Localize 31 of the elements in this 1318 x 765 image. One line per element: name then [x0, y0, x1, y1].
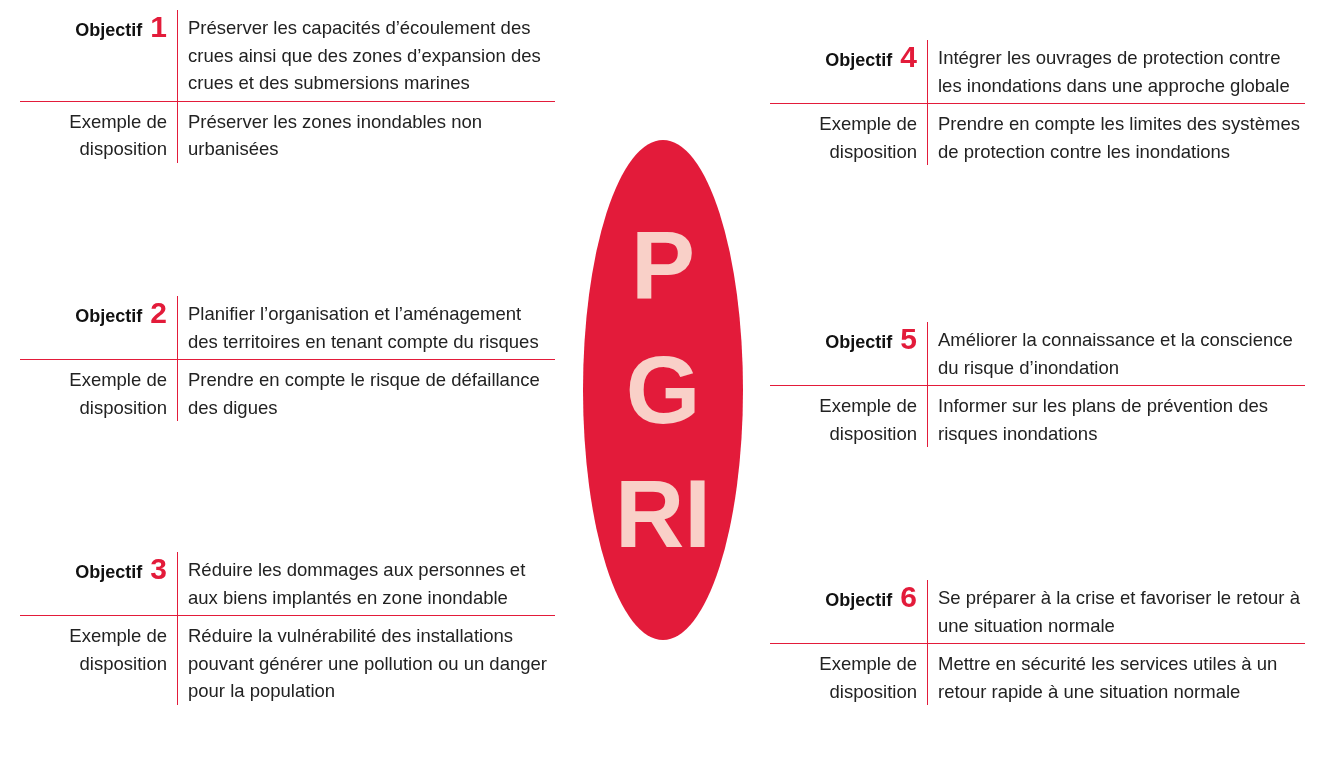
- objective-text: Se préparer à la crise et favoriser le retour à une situation normale: [938, 586, 1301, 638]
- objective-text: Améliorer la connaissance et la conscience du risque d’inondation: [938, 328, 1294, 380]
- objective-label: Objectif: [75, 562, 143, 583]
- example-label: Exemple de disposition: [20, 360, 178, 421]
- example-text: Mettre en sécurité les services utiles à un retour rapide à une situation normale: [937, 652, 1279, 704]
- example-label: Exemple de disposition: [770, 644, 928, 705]
- objective-label: Objectif: [825, 590, 893, 611]
- example-text: Prendre en compte les limites des systèmes de protection contre les inondations: [937, 112, 1301, 164]
- objective-number: 3: [150, 552, 167, 585]
- objective-label: Objectif: [75, 306, 143, 327]
- objective-label: Objectif: [75, 20, 143, 41]
- example-text: Préserver les zones inondables non urbanisées: [187, 109, 484, 161]
- title-text: PGRI: [615, 209, 711, 570]
- example-text: Informer sur les plans de prévention des risques inondations: [937, 394, 1270, 446]
- objective-text: Planifier l’organisation et l’aménagement des territoires en tenant compte du risques: [188, 302, 540, 354]
- example-label: Exemple de disposition: [770, 386, 928, 447]
- example-text: Réduire la vulnérabilité des installations pouvant générer une pollution ou un danger pour la population: [187, 624, 548, 703]
- objective-number: 5: [900, 322, 917, 355]
- objective-text: Préserver les capacités d’écoulement des crues ainsi que des zones d’expansion des crues et des submersions marines: [188, 16, 542, 95]
- objective-label: Objectif: [825, 50, 893, 71]
- objective-text: Réduire les dommages aux personnes et aux biens implantés en zone inondable: [188, 558, 527, 610]
- objective-text: Intégrer les ouvrages de protection contre les inondations dans une approche globale: [938, 46, 1291, 98]
- example-text: Prendre en compte le risque de défaillance des digues: [187, 368, 541, 420]
- objective-number: 2: [150, 296, 167, 329]
- example-label: Exemple de disposition: [20, 101, 178, 163]
- objective-number: 1: [150, 10, 167, 43]
- objective-number: 4: [900, 40, 917, 73]
- example-label: Exemple de disposition: [20, 616, 178, 705]
- example-label: Exemple de disposition: [770, 104, 928, 165]
- objective-label: Objectif: [825, 332, 893, 353]
- objective-number: 6: [900, 580, 917, 613]
